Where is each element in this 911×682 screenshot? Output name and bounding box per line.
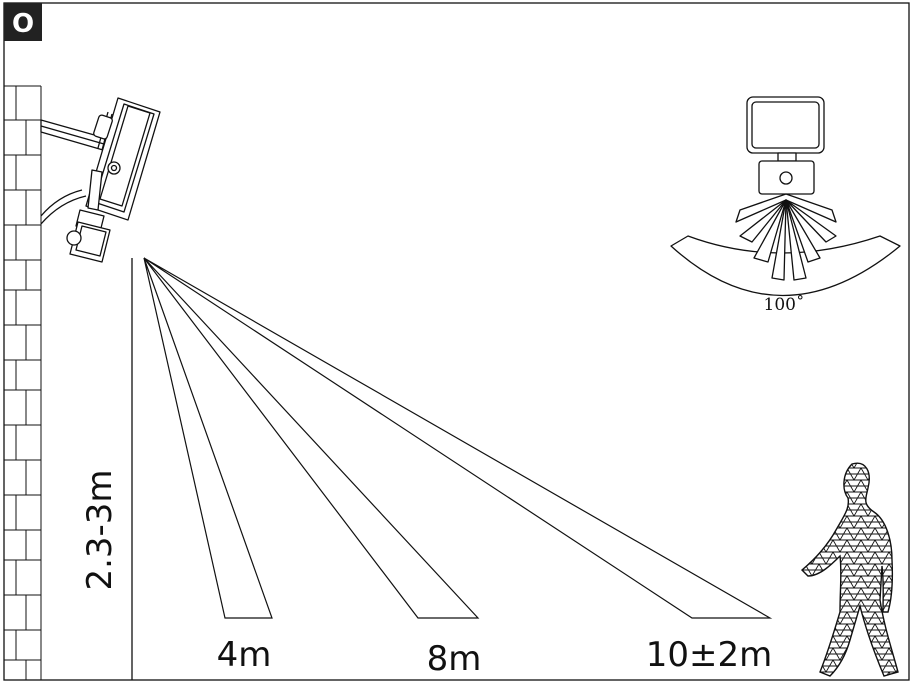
- person-silhouette: [800, 462, 899, 677]
- sensor-coverage-arc: [670, 235, 901, 296]
- section-badge: O: [4, 3, 42, 41]
- sensor-top-view: [670, 96, 901, 296]
- distance-label-10m: 10±2m: [646, 635, 773, 675]
- distance-label-4m: 4m: [217, 635, 272, 675]
- floodlight-fixture: [40, 97, 161, 263]
- diagram-border: [3, 2, 910, 681]
- detection-beams: [143, 257, 773, 619]
- sensor-angle-label: 100˚: [764, 295, 805, 315]
- brick-wall: [4, 85, 42, 680]
- distance-label-8m: 8m: [427, 639, 482, 679]
- section-badge-label: O: [12, 9, 34, 39]
- mount-height-label: 2.3-3m: [80, 469, 120, 590]
- sensor-lens-icon: [779, 171, 793, 185]
